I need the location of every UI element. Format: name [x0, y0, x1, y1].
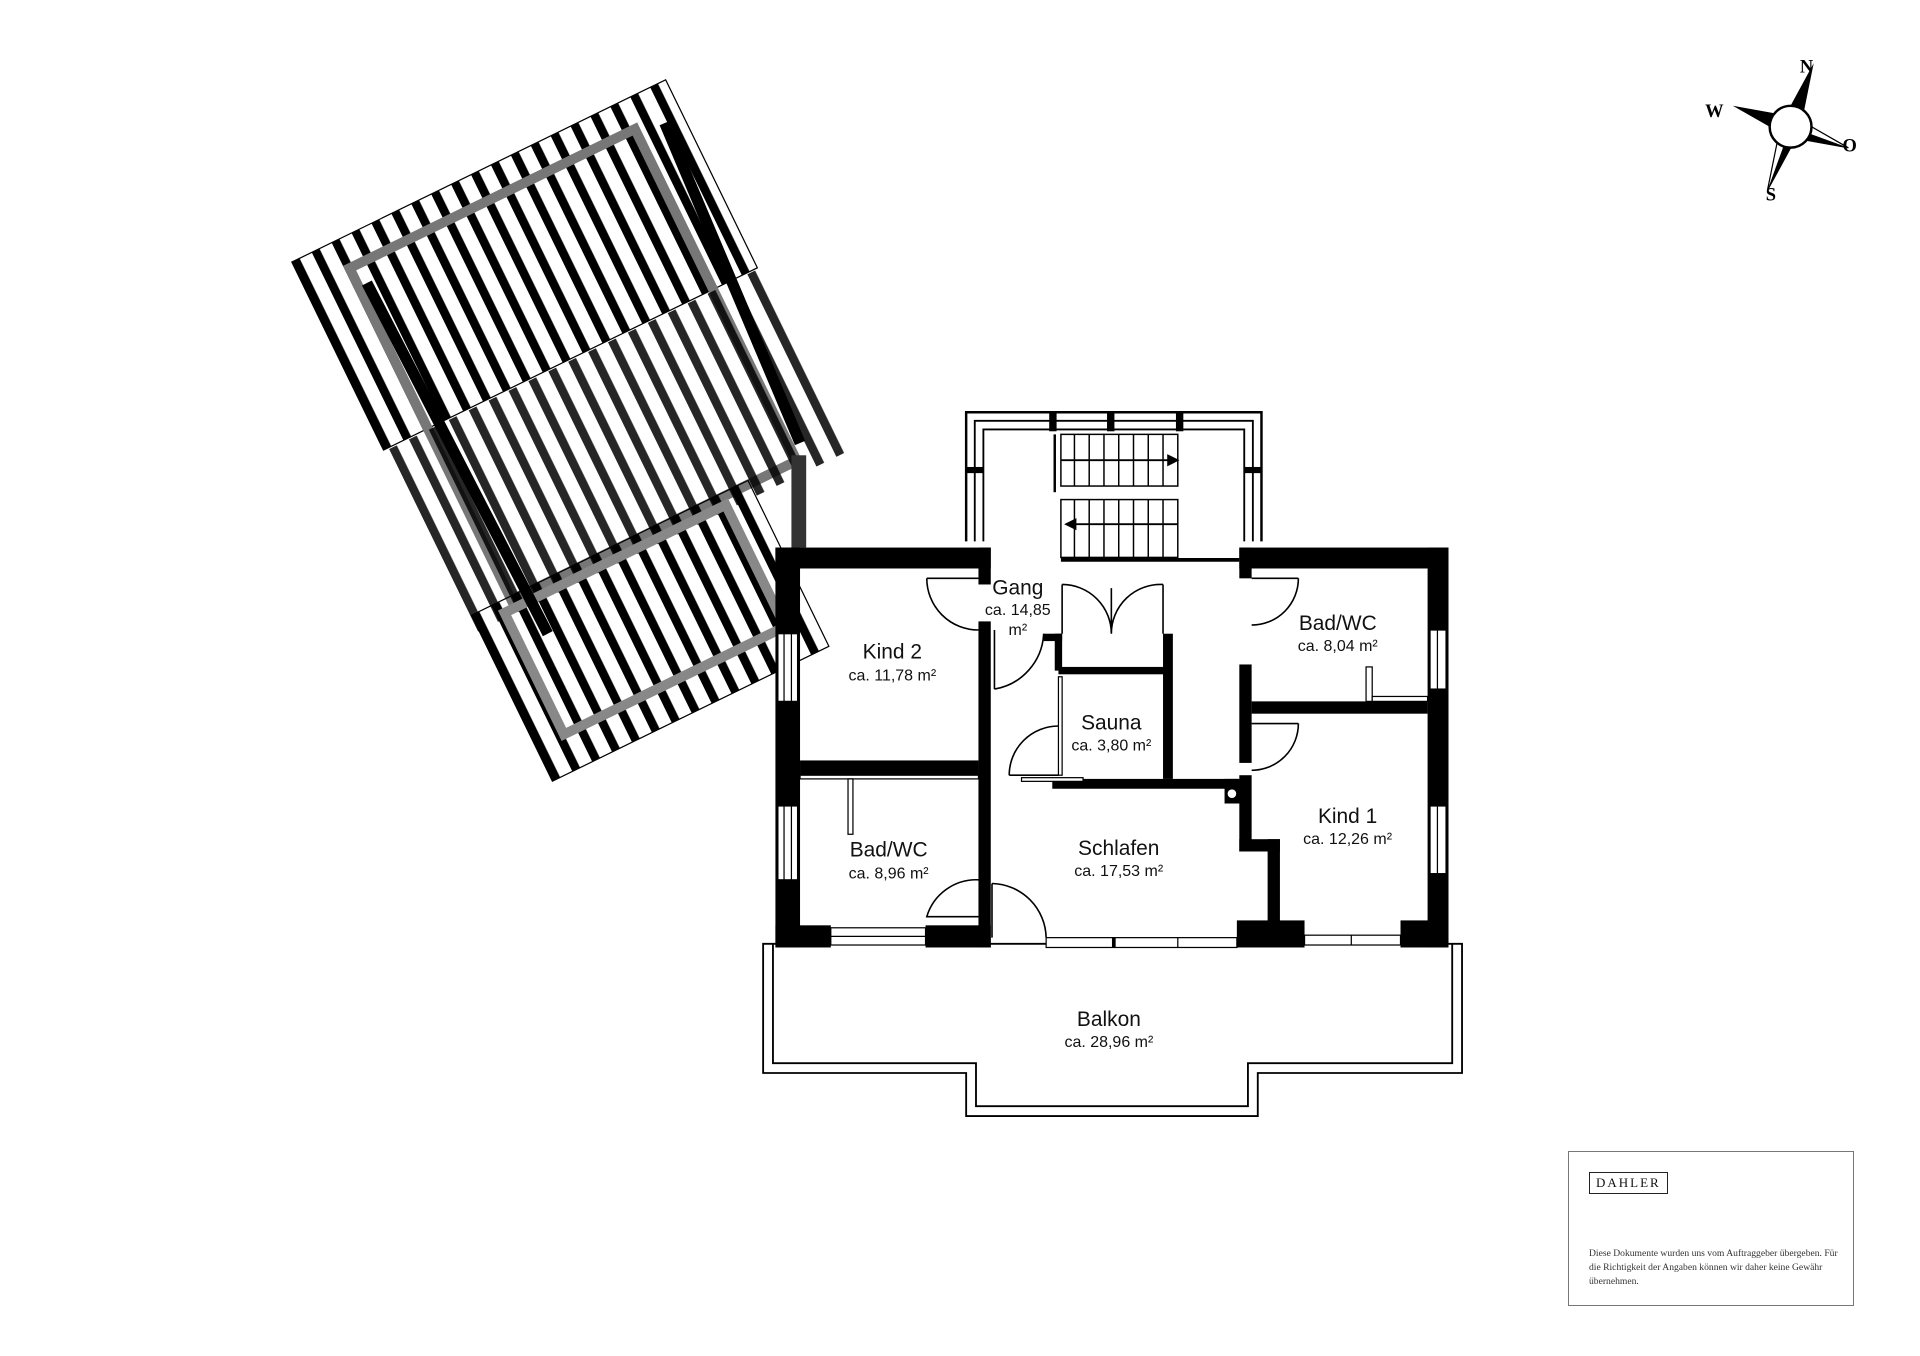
stair-bay: [964, 410, 1263, 562]
room-sauna-name: Sauna: [1081, 712, 1142, 735]
compass-west: W: [1705, 101, 1724, 121]
compass-rose-icon: N S W O: [1705, 57, 1857, 205]
room-kind1-name: Kind 1: [1318, 805, 1377, 828]
room-kind1-area: ca. 12,26 m²: [1303, 831, 1393, 848]
compass-north: N: [1800, 57, 1814, 77]
doors: [925, 577, 1300, 938]
room-balkon-area: ca. 28,96 m²: [1064, 1034, 1154, 1051]
room-bad-right-area: ca. 8,04 m²: [1298, 638, 1379, 655]
solar-panel-array: [291, 78, 852, 782]
room-schlafen-area: ca. 17,53 m²: [1074, 863, 1164, 880]
compass-south: S: [1766, 185, 1776, 205]
compass-east: O: [1842, 135, 1856, 155]
room-sauna-area: ca. 3,80 m²: [1071, 738, 1152, 755]
room-kind2-area: ca. 11,78 m²: [848, 667, 936, 684]
room-gang-name: Gang: [992, 576, 1043, 599]
room-gang-area-unit: m²: [1009, 622, 1028, 639]
room-kind2-name: Kind 2: [863, 640, 922, 663]
balcony-outline: [762, 942, 1463, 1117]
panel-frame: [361, 280, 553, 637]
staircase: [1053, 433, 1240, 562]
room-bad-left-name: Bad/WC: [850, 838, 928, 861]
windows: [777, 629, 1447, 949]
room-labels: Gang ca. 14,85 m² Kind 2 ca. 11,78 m² Ba…: [848, 576, 1392, 1051]
disclaimer-text: Diese Dokumente wurden uns vom Auftragge…: [1589, 1248, 1838, 1287]
room-bad-left-area: ca. 8,96 m²: [849, 866, 930, 883]
room-gang-area: ca. 14,85: [985, 602, 1051, 619]
dahler-logo: DAHLER: [1589, 1172, 1668, 1194]
disclaimer-box: DAHLER Diese Dokumente wurden uns vom Au…: [1568, 1151, 1854, 1306]
room-balkon-name: Balkon: [1077, 1008, 1141, 1031]
door-kind2: [925, 577, 979, 631]
room-schlafen-name: Schlafen: [1078, 837, 1159, 860]
chimney-icon: [1227, 789, 1237, 798]
room-bad-right-name: Bad/WC: [1299, 612, 1377, 635]
